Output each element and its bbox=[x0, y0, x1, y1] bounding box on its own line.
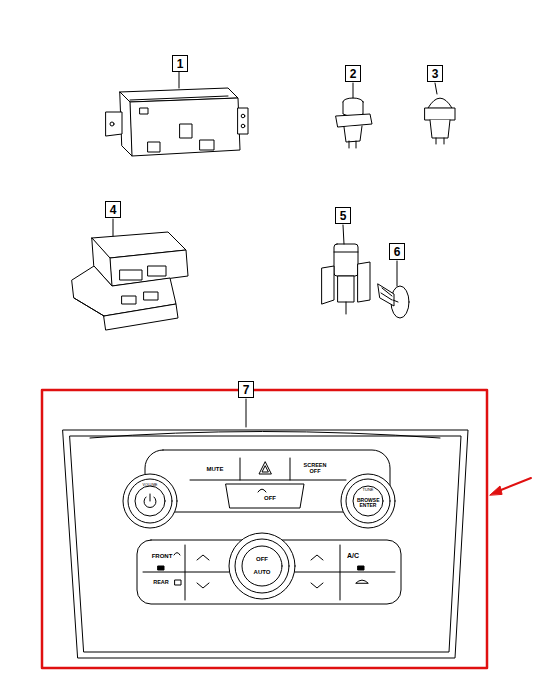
callout-number: 1 bbox=[177, 58, 184, 70]
push-pin bbox=[378, 284, 409, 318]
switch-module bbox=[72, 232, 188, 330]
panel-label: FRONT bbox=[152, 553, 173, 559]
connector-sensor bbox=[322, 244, 370, 314]
sensor bbox=[336, 98, 372, 148]
panel-label: OFF bbox=[264, 495, 276, 501]
callout-number: 6 bbox=[394, 246, 401, 258]
callout-box: 6 bbox=[389, 243, 405, 260]
panel-label: TUNE bbox=[363, 488, 374, 492]
callout-number: 4 bbox=[110, 204, 117, 216]
callout-number: 2 bbox=[350, 68, 357, 80]
callout-box: 2 bbox=[345, 65, 361, 82]
callout-number: 3 bbox=[432, 68, 439, 80]
callout-box: 1 bbox=[172, 55, 188, 72]
panel-label: REAR bbox=[153, 580, 169, 586]
callout-box: 4 bbox=[105, 201, 121, 218]
panel-label: MUTE bbox=[207, 466, 224, 472]
panel-label: BROWSE ENTER bbox=[357, 498, 379, 509]
lamp-socket bbox=[425, 98, 455, 144]
callout-number: 5 bbox=[340, 210, 347, 222]
panel-label: A/C bbox=[347, 552, 359, 559]
callout-box: 5 bbox=[335, 207, 351, 224]
panel-label: SCREEN OFF bbox=[301, 463, 329, 475]
panel-label: VOLUME bbox=[143, 484, 158, 488]
control-panel bbox=[63, 430, 468, 658]
panel-label: OFF bbox=[256, 556, 268, 562]
callout-box: 7 bbox=[238, 381, 254, 398]
callout-number: 7 bbox=[243, 384, 250, 396]
callout-box: 3 bbox=[427, 65, 443, 82]
panel-label: AUTO bbox=[254, 569, 271, 575]
module-bracket bbox=[106, 88, 248, 156]
highlight-frame bbox=[42, 390, 487, 668]
